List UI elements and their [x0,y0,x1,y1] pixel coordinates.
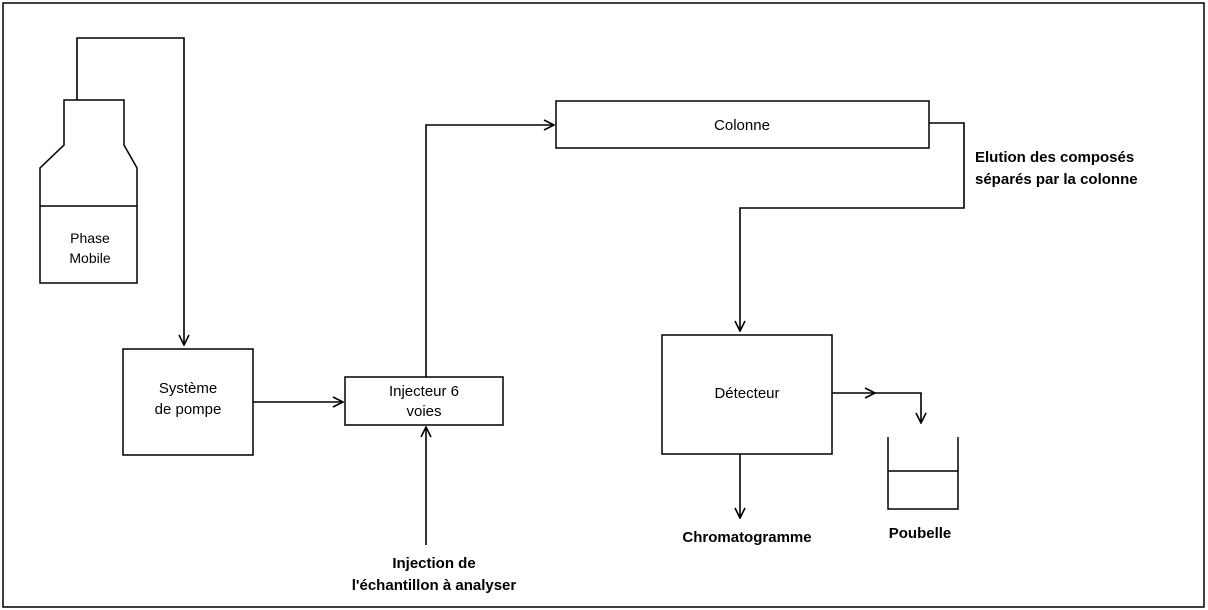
tube-bottle-to-pump [76,37,184,345]
injector-label-line2: voies [406,403,441,420]
detector-box: Détecteur [661,334,833,455]
tube-injector-to-column [425,125,554,377]
chromatogram-label: Chromatogramme [682,529,811,546]
waste-label: Poubelle [889,525,952,542]
detector-label: Détecteur [714,385,779,402]
column-label: Colonne [714,117,770,134]
pump-label-line2: de pompe [155,401,222,418]
tube-column-to-detector [740,122,965,331]
bottle-outline [39,99,138,284]
mobile-phase-bottle: Phase Mobile [39,99,138,284]
bottle-label-line2: Mobile [69,250,110,266]
injection-label-line2: l'échantillon à analyser [352,577,517,594]
elution-label-line1: Elution des composés [975,149,1134,166]
injector-label-line1: Injecteur 6 [389,383,459,400]
bottle-label-line1: Phase [70,230,110,246]
pump-label-line1: Système [159,380,217,397]
injection-label-line1: Injection de [392,555,475,572]
pump-system-box: Système de pompe [122,348,254,456]
detector-to-waste-arrow-b [875,392,921,423]
elution-label-line2: séparés par la colonne [975,171,1138,188]
injector-box: Injecteur 6 voies [344,376,504,426]
column-box: Colonne [555,100,930,149]
waste-container [887,437,959,510]
